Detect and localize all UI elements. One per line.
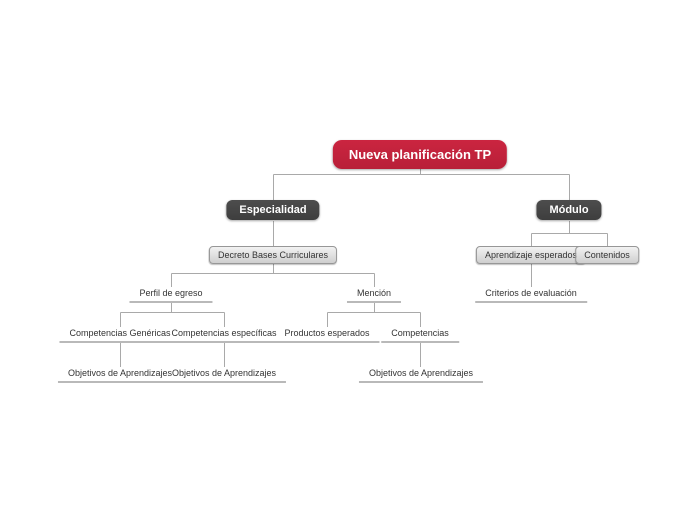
node-contenidos[interactable]: Contenidos	[575, 246, 639, 264]
node-modulo[interactable]: Módulo	[536, 200, 602, 220]
node-mencion[interactable]: Mención	[346, 286, 402, 303]
node-especialidad[interactable]: Especialidad	[226, 200, 320, 220]
node-perfil-de-egreso[interactable]: Perfil de egreso	[129, 286, 213, 303]
node-aprendizaje-esperados[interactable]: Aprendizaje esperados	[475, 246, 587, 264]
node-objetivos-de-aprendizajes-3[interactable]: Objetivos de Aprendizajes	[358, 366, 484, 383]
node-decreto-bases-curriculares[interactable]: Decreto Bases Curriculares	[208, 246, 338, 264]
node-objetivos-de-aprendizajes-1[interactable]: Objetivos de Aprendizajes	[57, 366, 183, 383]
node-productos-esperados[interactable]: Productos esperados	[274, 326, 380, 343]
node-competencias[interactable]: Competencias	[381, 326, 459, 343]
node-root[interactable]: Nueva planificación TP	[332, 140, 508, 169]
node-competencias-genericas[interactable]: Competencias Genéricas	[59, 326, 181, 343]
node-criterios-de-evaluacion[interactable]: Criterios de evaluación	[475, 286, 587, 303]
node-competencias-especificas[interactable]: Competencias específicas	[161, 326, 287, 343]
node-objetivos-de-aprendizajes-2[interactable]: Objetivos de Aprendizajes	[161, 366, 287, 383]
